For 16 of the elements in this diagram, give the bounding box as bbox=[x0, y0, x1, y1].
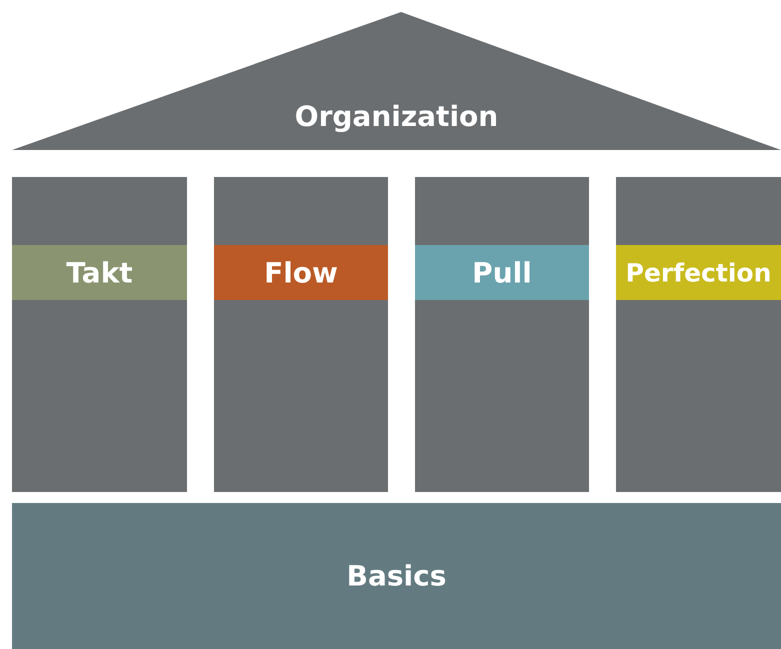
band-label: Flow bbox=[264, 256, 338, 289]
band-label: Pull bbox=[472, 256, 532, 289]
pillar-band bbox=[616, 245, 781, 300]
band-label: Takt bbox=[66, 256, 133, 289]
pillar-band bbox=[415, 245, 589, 300]
band-label: Perfection bbox=[626, 258, 772, 287]
pillar-box bbox=[616, 177, 781, 492]
pillar-box bbox=[415, 177, 589, 492]
pillar-box bbox=[214, 177, 388, 492]
roof-triangle bbox=[12, 12, 781, 150]
foundation-band bbox=[12, 503, 781, 649]
pillar-box bbox=[12, 177, 187, 492]
pillar-band bbox=[12, 245, 187, 300]
pillar-band bbox=[214, 245, 388, 300]
band-label: Basics bbox=[346, 560, 446, 592]
roof-label: Organization bbox=[294, 100, 498, 133]
